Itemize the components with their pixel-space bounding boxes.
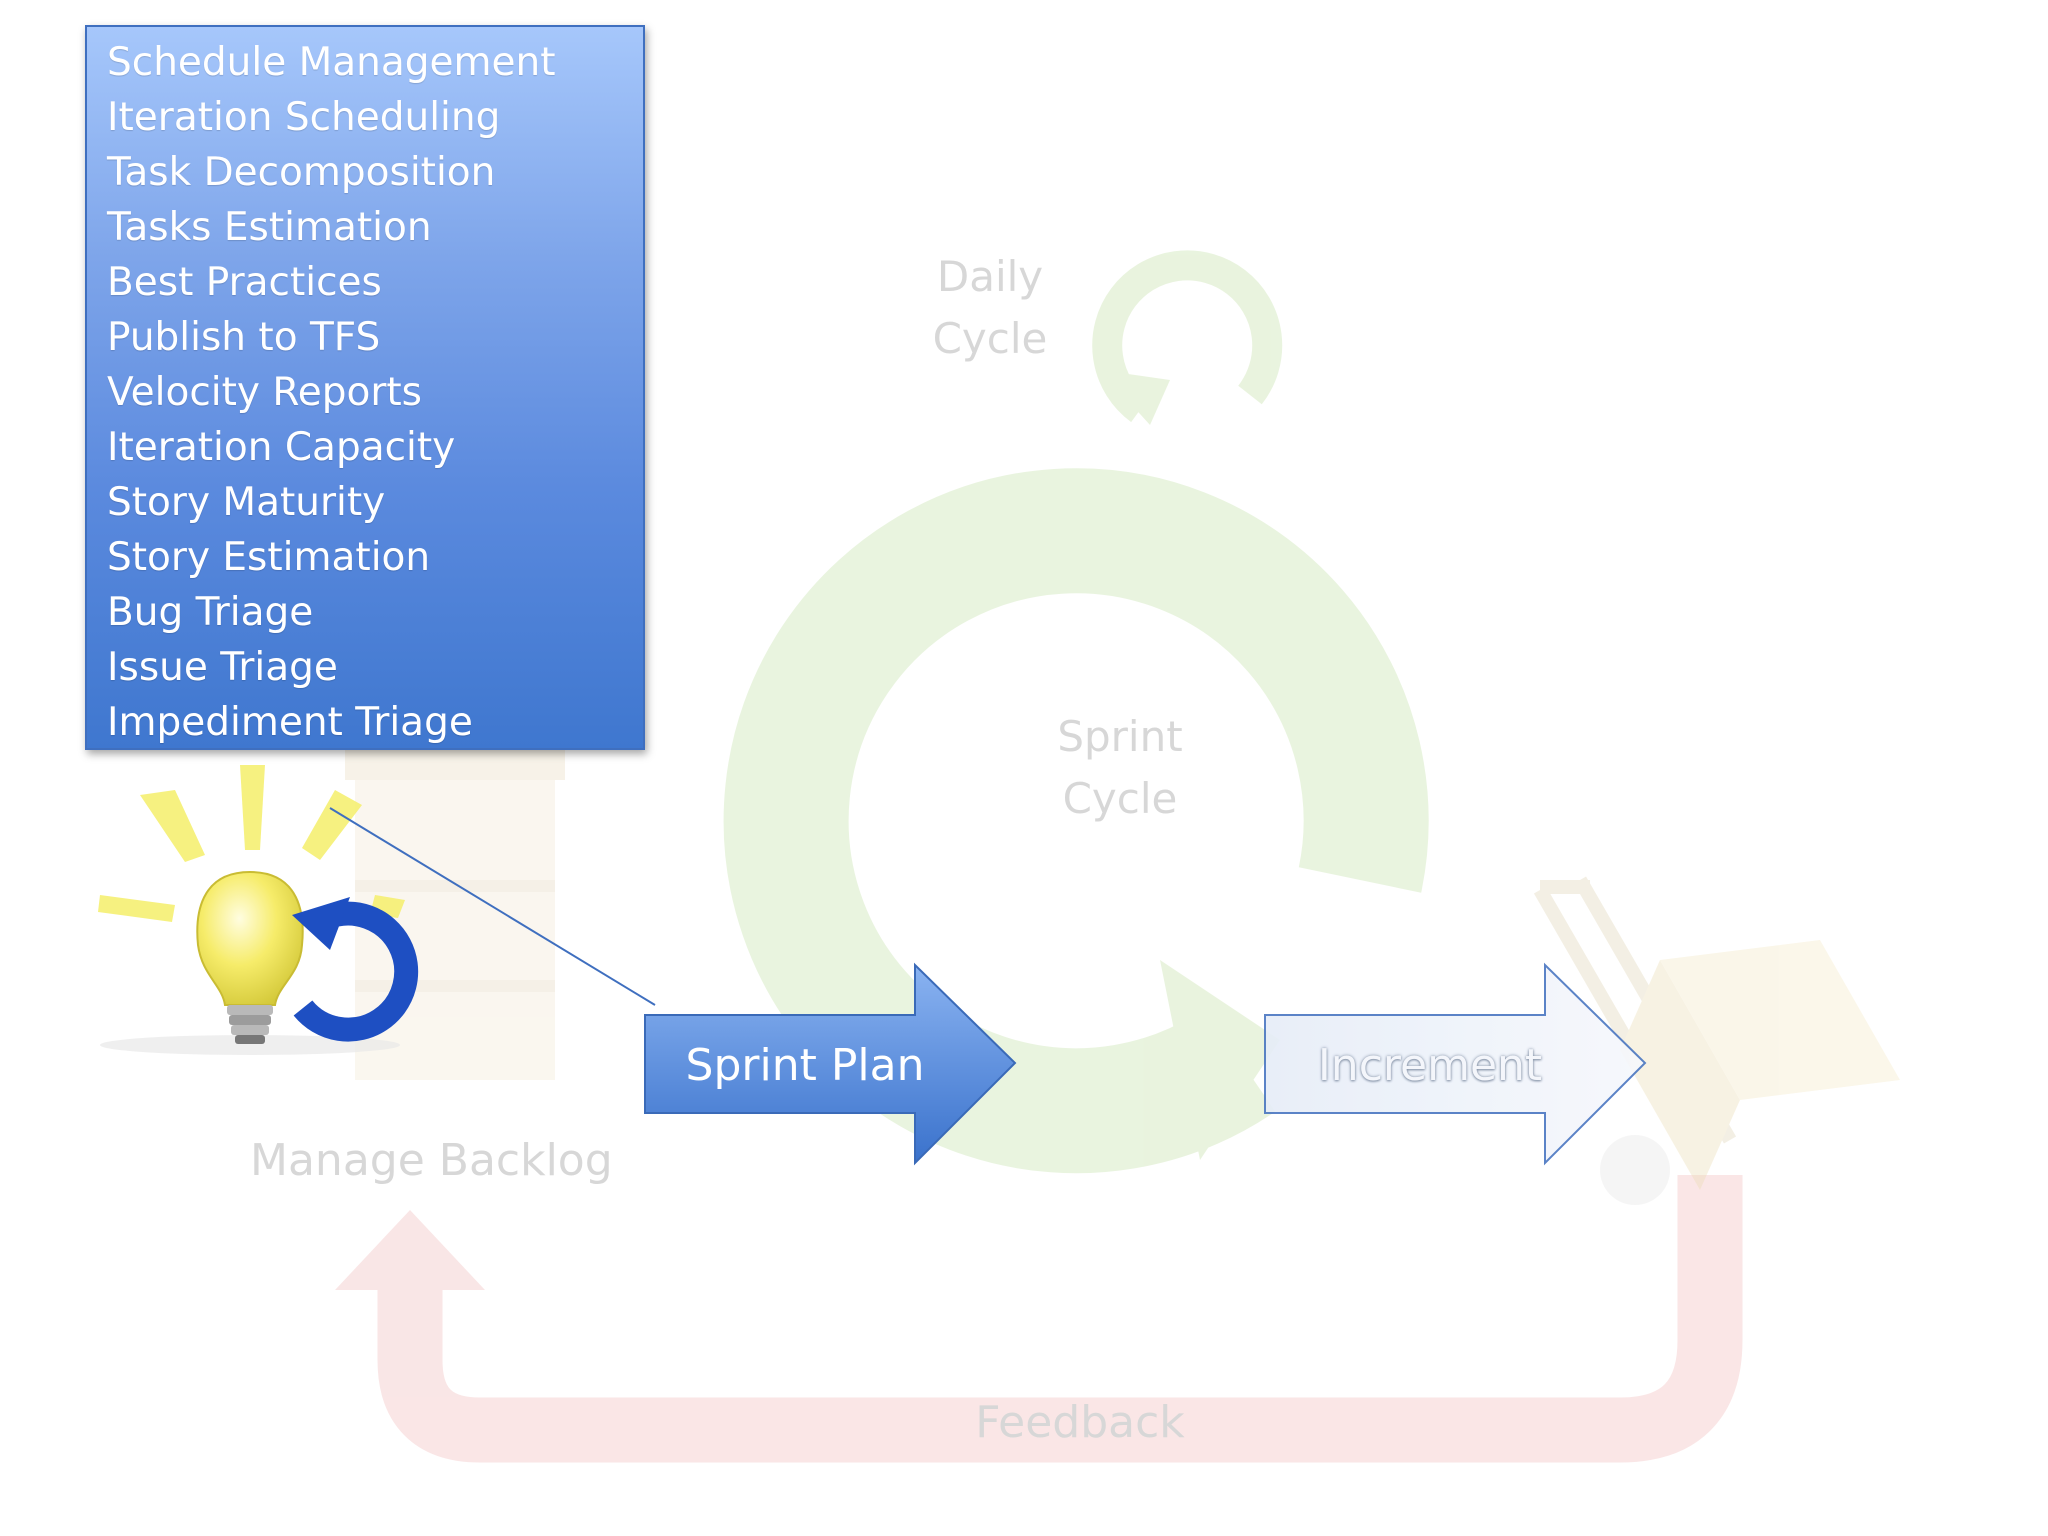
sprint-cycle-ring (723, 468, 1429, 1174)
feedback-loop-arrow (335, 1175, 1743, 1463)
task-item-best-practices: Best Practices (107, 260, 382, 305)
feedback-label: Feedback (975, 1397, 1185, 1448)
daily-cycle-label: Daily Cycle (932, 252, 1048, 363)
task-item-tasks-estimation: Tasks Estimation (107, 205, 432, 250)
sprint-cycle-label: Sprint Cycle (1057, 712, 1183, 823)
daily-cycle-ring (1092, 250, 1283, 425)
task-item-publish-to-tfs: Publish to TFS (107, 315, 381, 360)
task-item-story-maturity: Story Maturity (107, 480, 386, 525)
lightbulb-icon (100, 870, 400, 1055)
task-item-task-decomposition: Task Decomposition (107, 150, 496, 195)
task-item-impediment-triage: Impediment Triage (107, 700, 473, 745)
task-item-bug-triage: Bug Triage (107, 590, 314, 635)
task-item-story-estimation: Story Estimation (107, 535, 431, 580)
increment-arrow (1264, 962, 1647, 1166)
connector-line (329, 807, 656, 1006)
task-item-velocity-reports: Velocity Reports (107, 370, 422, 415)
sprint-plan-arrow (644, 962, 1017, 1166)
refresh-icon (292, 897, 419, 1042)
task-list-box: Schedule Management Iteration Scheduling… (85, 25, 645, 750)
sprint-plan-label: Sprint Plan (685, 1040, 925, 1091)
task-item-iteration-capacity: Iteration Capacity (107, 425, 456, 470)
task-item-schedule-management: Schedule Management (107, 40, 556, 85)
increment-label: Increment (1317, 1040, 1543, 1091)
backlog-stack-image (345, 750, 565, 1080)
task-item-issue-triage: Issue Triage (107, 645, 338, 690)
manage-backlog-label: Manage Backlog (250, 1135, 613, 1186)
lightbulb-rays (98, 765, 405, 922)
task-item-iteration-scheduling: Iteration Scheduling (107, 95, 501, 140)
hand-truck-icon (1533, 876, 1900, 1205)
